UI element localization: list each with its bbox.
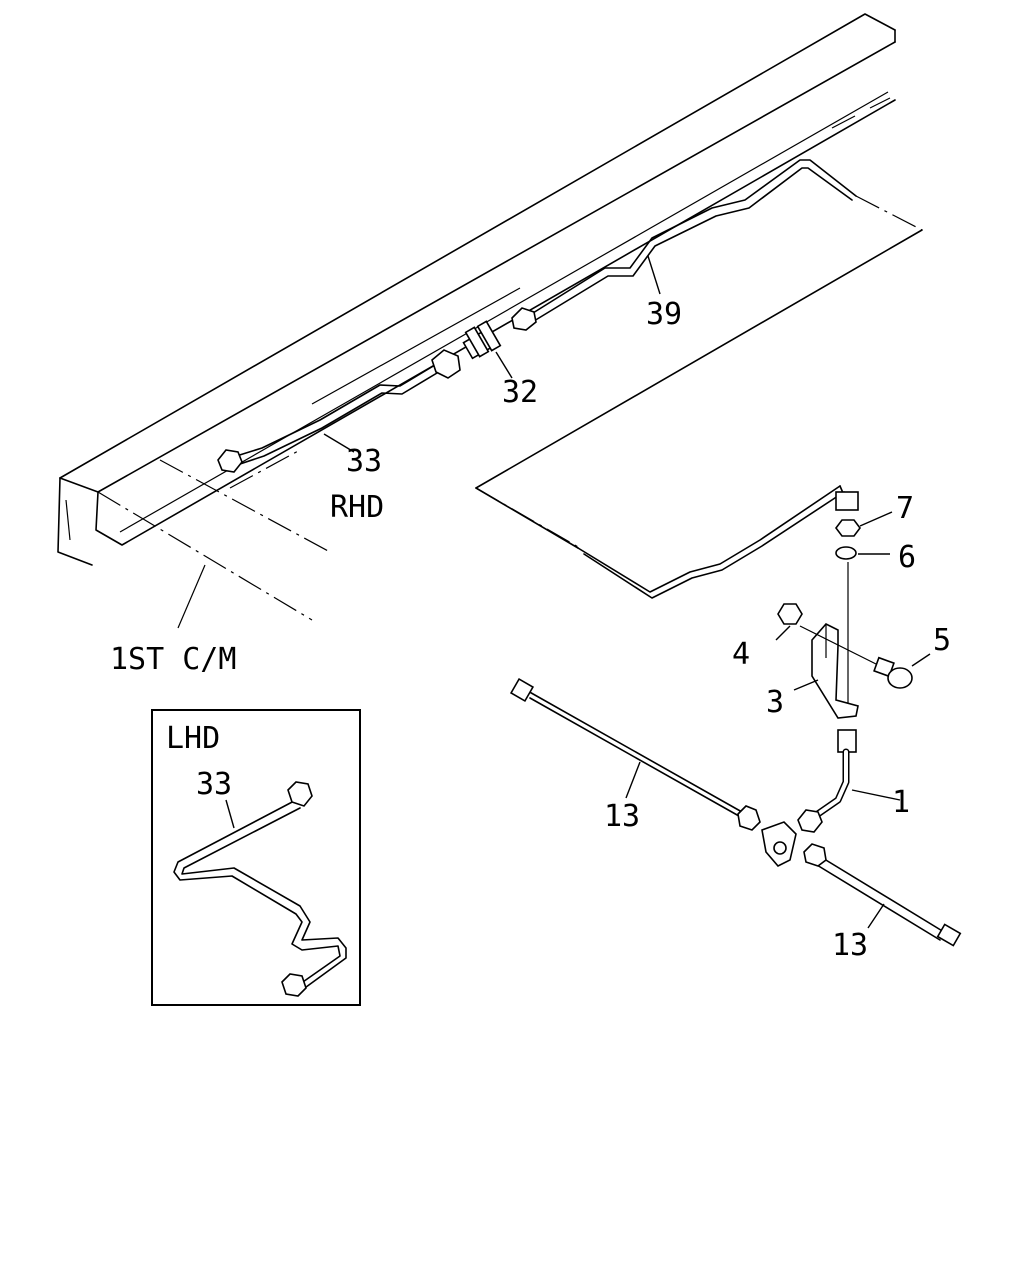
lhd-label-33: 33 [196, 767, 232, 802]
bolt-5 [799, 625, 931, 689]
pipe-33-rhd [217, 349, 461, 473]
hex-nut-icon [835, 519, 861, 537]
hex-nut-icon [287, 781, 313, 807]
pipe-13-b [803, 843, 962, 947]
connector-32 [462, 307, 537, 379]
pipe-39-assembly [475, 159, 923, 599]
hose-1 [797, 729, 901, 833]
hex-nut-icon [803, 843, 827, 867]
label-part-6: 6 [898, 540, 916, 575]
hex-nut-icon [737, 805, 761, 831]
hex-nut-icon [511, 307, 537, 331]
hex-nut-icon [217, 449, 243, 473]
bracket-3 [793, 623, 859, 719]
washer-icon [835, 546, 857, 560]
pipe-13-a [509, 677, 761, 831]
leader-39 [647, 255, 661, 295]
label-part-33: 33 [346, 444, 382, 479]
three-way-joint [761, 821, 797, 867]
label-rhd: RHD [330, 490, 384, 525]
label-part-32: 32 [502, 375, 538, 410]
frame-rail [57, 13, 896, 566]
label-part-4: 4 [732, 637, 750, 672]
hex-nut-icon [431, 349, 461, 379]
nut-4 [775, 603, 803, 641]
hex-nut-icon [281, 973, 307, 997]
label-part-7: 7 [896, 491, 914, 526]
leader-33 [323, 433, 355, 453]
label-part-13b: 13 [832, 928, 868, 963]
label-part-3: 3 [766, 685, 784, 720]
label-part-5: 5 [933, 623, 951, 658]
fitting-stack [835, 485, 893, 710]
hex-nut-icon [797, 809, 823, 833]
label-part-13a: 13 [604, 799, 640, 834]
label-part-39: 39 [646, 297, 682, 332]
hex-nut-icon [777, 603, 803, 625]
lhd-inset: LHD 33 [151, 709, 361, 1006]
label-part-1: 1 [892, 785, 910, 820]
crossmember-outline [97, 459, 331, 629]
label-1st-cm: 1ST C/M [110, 642, 236, 677]
lhd-title: LHD [166, 721, 220, 756]
